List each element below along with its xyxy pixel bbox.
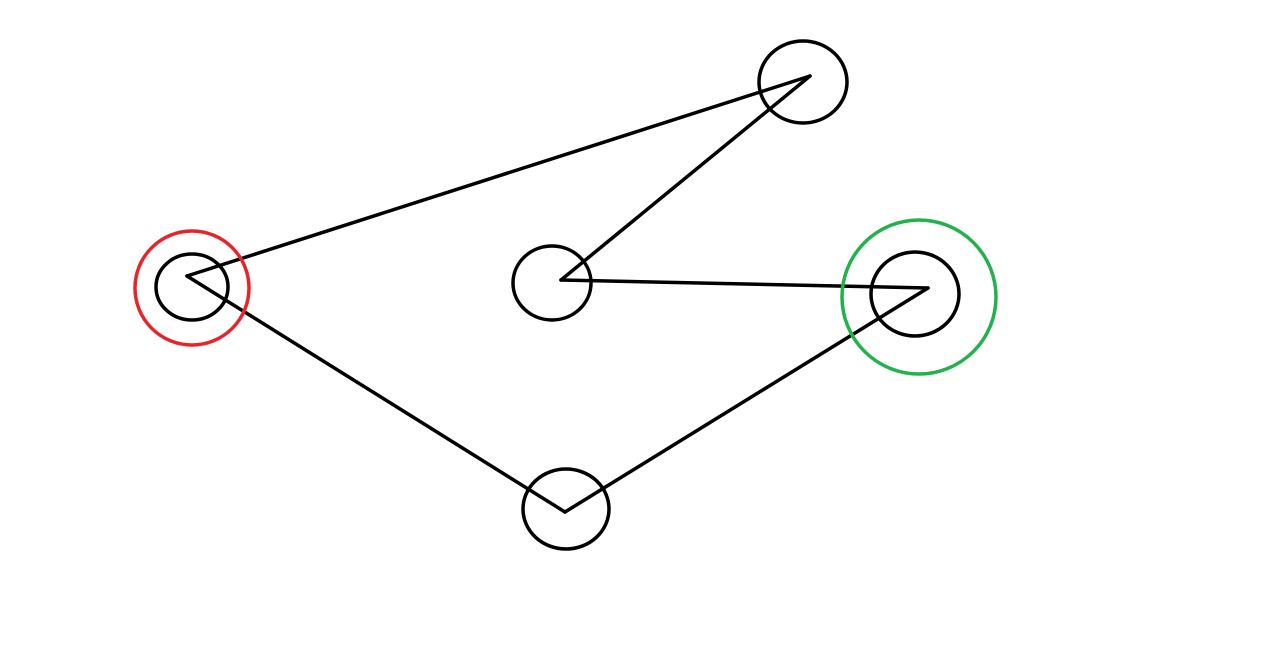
node-top-right bbox=[757, 39, 849, 125]
edge-right-to-bottom bbox=[563, 286, 930, 514]
edge-top-right-to-center bbox=[559, 74, 812, 282]
node-right bbox=[869, 250, 961, 338]
end-marker-ring bbox=[840, 218, 998, 376]
edge-center-to-right bbox=[559, 278, 930, 290]
edge-bottom-to-left bbox=[185, 274, 567, 514]
node-center bbox=[511, 244, 593, 322]
markers-layer bbox=[133, 218, 998, 376]
start-marker-ring bbox=[133, 229, 251, 347]
edge-left-to-top-right bbox=[185, 74, 812, 278]
edges-layer bbox=[185, 74, 930, 514]
nodes-layer bbox=[154, 39, 961, 551]
node-left bbox=[154, 252, 230, 322]
node-bottom bbox=[521, 467, 611, 551]
